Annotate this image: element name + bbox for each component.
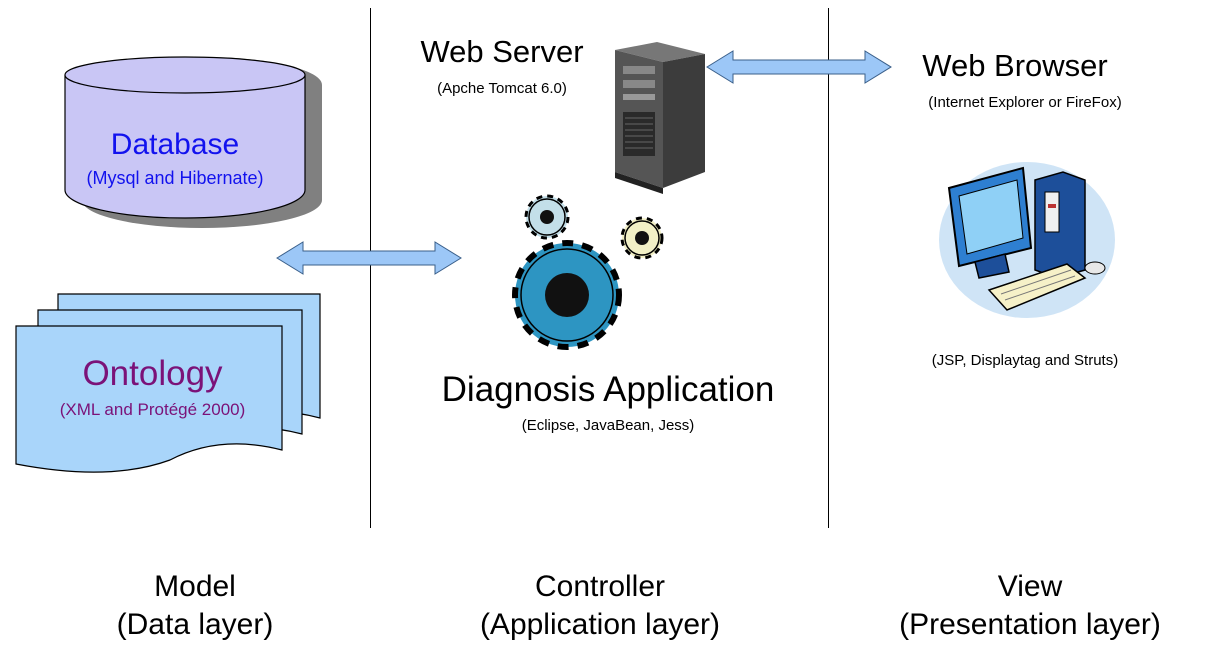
web-server-title: Web Server [420, 34, 584, 69]
divider-model-controller [370, 8, 371, 528]
ontology-title: Ontology [82, 354, 223, 393]
computer-icon [939, 162, 1115, 318]
double-arrow-icon [706, 50, 892, 84]
web-browser-technologies: (JSP, Displaytag and Struts) [931, 352, 1119, 369]
server-tower-icon [615, 42, 705, 194]
database-cylinder-icon [64, 56, 322, 228]
ontology-documents-icon [15, 293, 321, 473]
double-arrow-icon [276, 241, 462, 275]
layer-view-name: View [997, 570, 1063, 603]
database-title: Database [110, 128, 240, 161]
ontology-subtitle: (XML and Protégé 2000) [59, 400, 246, 419]
layer-view: View (Presentation layer) [850, 568, 1210, 644]
database-subtitle: (Mysql and Hibernate) [86, 168, 264, 188]
application-title: Diagnosis Application [441, 370, 775, 409]
layer-model-name: Model [154, 570, 236, 603]
layer-model-desc: (Data layer) [116, 608, 274, 641]
layer-model: Model (Data layer) [85, 568, 305, 644]
gears-icon [512, 194, 664, 350]
divider-controller-view [828, 8, 829, 528]
web-server-subtitle: (Apche Tomcat 6.0) [437, 80, 567, 97]
layer-controller-name: Controller [534, 570, 666, 603]
layer-controller-desc: (Application layer) [479, 608, 721, 641]
layer-view-desc: (Presentation layer) [899, 608, 1161, 641]
layer-controller: Controller (Application layer) [410, 568, 790, 644]
web-browser-subtitle: (Internet Explorer or FireFox) [928, 94, 1122, 111]
application-subtitle: (Eclipse, JavaBean, Jess) [521, 417, 695, 434]
web-browser-title: Web Browser [922, 48, 1108, 83]
